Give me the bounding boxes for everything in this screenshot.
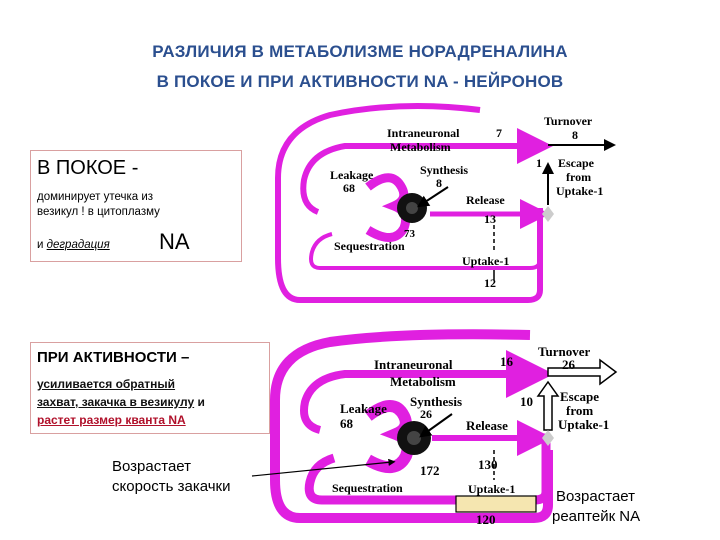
active-leakage-curve (364, 400, 414, 473)
rest-uptake-value: 12 (484, 276, 496, 290)
active-uptake-block (455, 495, 537, 513)
active-sequestration-value: 172 (420, 463, 440, 478)
rest-release-value: 13 (484, 212, 496, 226)
active-turnover-arrow (547, 358, 618, 386)
rest-outer-loop (275, 103, 543, 303)
page-title-line1: РАЗЛИЧИЯ В МЕТАБОЛИЗМЕ НОРАДРЕНАЛИНА (152, 42, 568, 61)
active-box-line2-suffix: и (194, 395, 205, 409)
active-box: ПРИ АКТИВНОСТИ – усиливается обратный за… (30, 342, 270, 434)
rest-sequestration-loop (309, 213, 542, 270)
rest-synthesis-value: 8 (436, 176, 442, 190)
rest-intraneuronal-label: Intraneuronal (387, 126, 460, 140)
active-metabolism-label: Metabolism (390, 374, 456, 389)
rest-metabolism-label: Metabolism (390, 140, 451, 154)
rest-box: В ПОКОЕ - доминирует утечка из везикул !… (30, 150, 242, 262)
note-right-line2: реаптейк NA (552, 508, 641, 525)
active-sequestration-loop (304, 433, 551, 505)
rest-box-line3: и деградация (37, 239, 110, 251)
active-intraneuronal-value: 16 (500, 354, 513, 369)
active-turnover-value: 26 (562, 357, 575, 372)
rest-synthesis-label: Synthesis (420, 163, 469, 177)
rest-upper-loop (300, 128, 553, 215)
rest-sequestration-label: Sequestration (334, 239, 405, 253)
active-uptake-label: Uptake-1 (468, 482, 516, 496)
active-outer-loop (270, 329, 553, 523)
rest-sequestration-value: 73 (404, 228, 415, 240)
rest-turnover-label: Turnover (544, 114, 593, 128)
note-left-pointer (251, 458, 396, 477)
rest-diagram (275, 103, 616, 303)
rest-escape-value: 1 (536, 156, 542, 170)
active-turnover-label: Turnover (538, 344, 591, 359)
active-box-line2: захват, закачка в везикулу и (37, 395, 205, 409)
active-escape-uptake-label: Uptake-1 (558, 417, 610, 432)
rest-box-na: NA (159, 229, 190, 254)
page-title-line2: В ПОКОЕ И ПРИ АКТИВНОСТИ NA - НЕЙРОНОВ (156, 72, 564, 91)
active-synthesis-value: 26 (420, 407, 432, 421)
active-uptake-value: 120 (476, 512, 496, 527)
active-escape-value: 10 (520, 394, 533, 409)
active-box-line3: растет размер кванта NA (37, 413, 186, 427)
active-release-value: 130 (478, 457, 498, 472)
active-leakage-label: Leakage (340, 401, 387, 416)
note-left-line1: Возрастает (112, 458, 191, 475)
active-box-heading: ПРИ АКТИВНОСТИ – (37, 349, 190, 366)
rest-release-label: Release (466, 193, 505, 207)
active-leakage-value: 68 (340, 416, 353, 431)
active-diagram (251, 329, 618, 523)
active-box-line1: усиливается обратный (37, 377, 176, 391)
rest-uptake-label: Uptake-1 (462, 254, 510, 268)
active-synthesis-label: Synthesis (410, 394, 463, 409)
rest-escape-uptake-label: Uptake-1 (556, 184, 604, 198)
active-sequestration-label: Sequestration (332, 481, 403, 495)
rest-box-line1: доминирует утечка из (37, 191, 154, 203)
active-escape-arrow (536, 380, 560, 431)
active-release-label: Release (466, 418, 508, 433)
rest-leakage-curve (365, 173, 411, 242)
rest-box-heading: В ПОКОЕ - (37, 157, 139, 179)
rest-escape-label: Escape (558, 156, 594, 170)
rest-box-line3-prefix: и (37, 239, 47, 251)
rest-box-line2: везикул ! в цитоплазму (37, 206, 160, 218)
active-intraneuronal-label: Intraneuronal (374, 357, 453, 372)
note-left-line2: скорость закачки (112, 478, 231, 495)
active-escape-label: Escape (560, 389, 599, 404)
rest-intraneuronal-value: 7 (496, 126, 502, 140)
rest-turnover-value: 8 (572, 128, 578, 142)
rest-box-line3-underlined: деградация (46, 239, 110, 251)
active-from-label: from (566, 403, 594, 418)
active-box-line2-underlined: захват, закачка в везикулу (37, 395, 195, 409)
active-upper-loop (300, 350, 554, 434)
rest-leakage-value: 68 (343, 181, 355, 195)
rest-leakage-label: Leakage (330, 168, 374, 182)
note-right-line1: Возрастает (556, 488, 635, 505)
rest-from-label: from (566, 170, 592, 184)
